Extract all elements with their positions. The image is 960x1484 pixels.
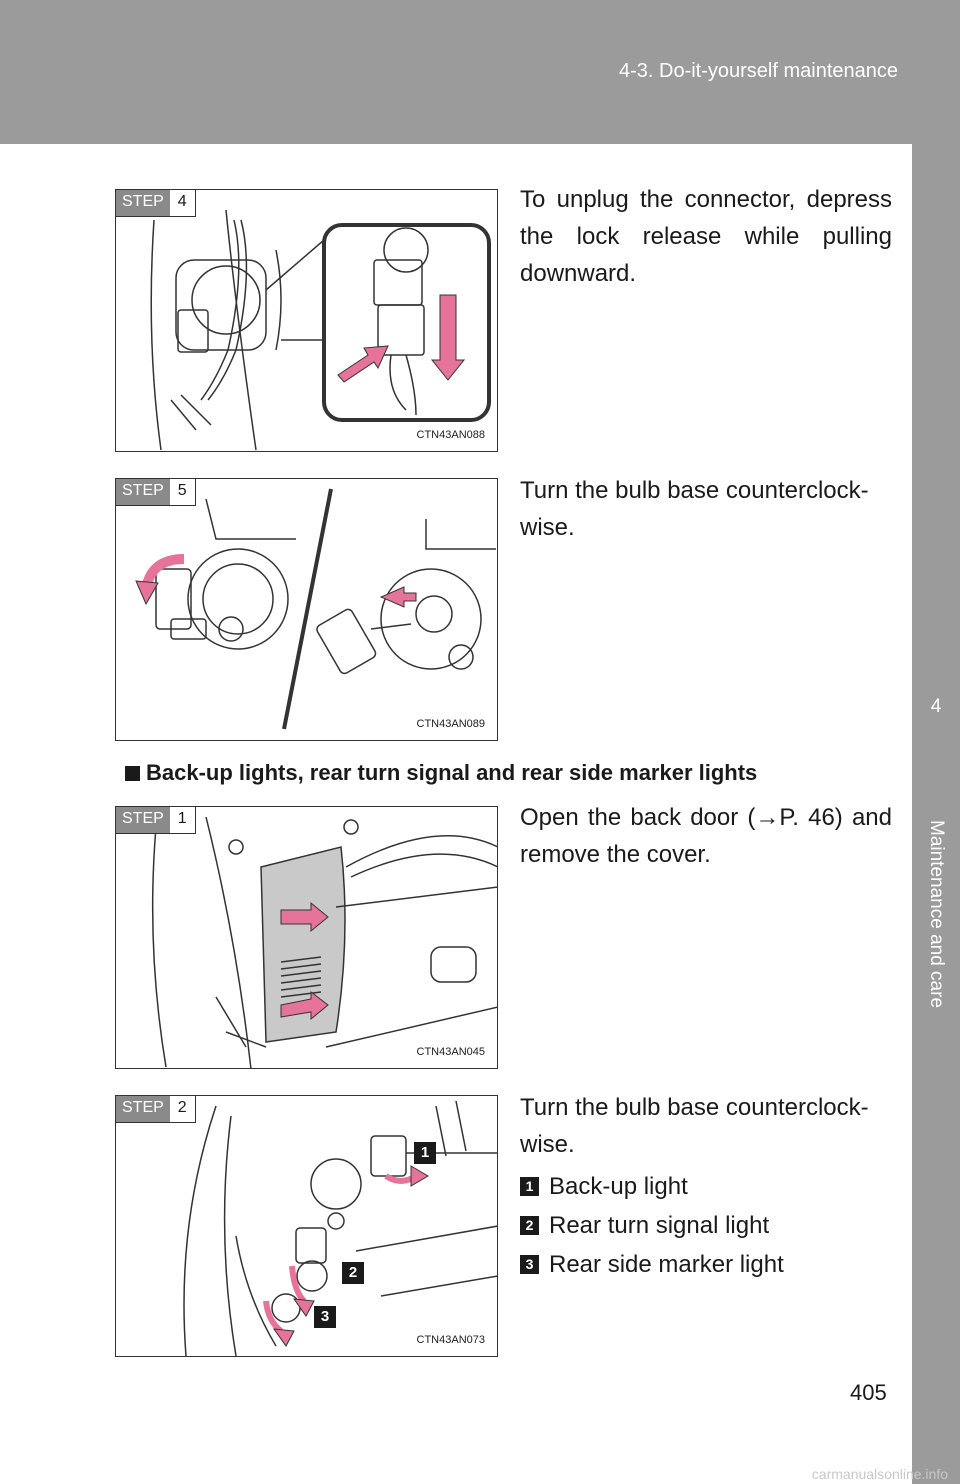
- legend-label: Rear side marker light: [549, 1251, 784, 1278]
- step-number: 1: [169, 807, 195, 833]
- bulb-base-illustration: [135, 488, 496, 730]
- connector-illustration: [150, 209, 491, 451]
- light-legend: 1 Back-up light 2 Rear turn signal light…: [520, 1167, 784, 1284]
- figure-step-2: STEP 2 1 2 3 CTN43AN073: [115, 1095, 498, 1357]
- legend-number: 2: [520, 1216, 539, 1235]
- step-badge: STEP 1: [116, 807, 196, 834]
- step-word: STEP: [116, 1096, 170, 1122]
- legend-number: 1: [520, 1177, 539, 1196]
- legend-label: Back-up light: [549, 1173, 688, 1200]
- page-number: 405: [850, 1380, 887, 1405]
- figure-step-1: STEP 1 CTN43AN045: [115, 806, 498, 1069]
- section-title: 4-3. Do-it-yourself maintenance: [618, 60, 898, 82]
- step-2-instruction: Turn the bulb base counterclock-wise.: [520, 1094, 869, 1158]
- figure-code: CTN43AN088: [416, 429, 485, 441]
- callout-2: 2: [342, 1262, 364, 1284]
- step-badge: STEP 2: [116, 1096, 196, 1123]
- figure-step-4: STEP 4 CTN43AN088: [115, 189, 498, 452]
- step-word: STEP: [116, 479, 170, 505]
- legend-label: Rear turn signal light: [549, 1212, 770, 1239]
- step-1-instruction: Open the back door (→P. 46) and remove t…: [520, 804, 892, 868]
- step-badge: STEP 4: [116, 190, 196, 217]
- watermark: carmanualsonline.info: [811, 1466, 948, 1482]
- chapter-number: 4: [930, 696, 942, 717]
- legend-number: 3: [520, 1255, 539, 1274]
- page-header: 4-3. Do-it-yourself maintenance: [0, 0, 960, 144]
- figure-code: CTN43AN089: [416, 718, 485, 730]
- step-word: STEP: [116, 190, 170, 216]
- step-number: 4: [169, 190, 195, 216]
- callout-3: 3: [314, 1306, 336, 1328]
- square-bullet-icon: [125, 766, 140, 781]
- legend-item: 2 Rear turn signal light: [520, 1206, 784, 1245]
- step-5-instruction: Turn the bulb base counterclock-wise.: [520, 477, 869, 541]
- legend-item: 3 Rear side marker light: [520, 1245, 784, 1284]
- figure-code: CTN43AN073: [416, 1334, 485, 1346]
- cover-removal-illustration: [151, 816, 497, 1068]
- step-badge: STEP 5: [116, 479, 196, 506]
- step-number: 5: [169, 479, 195, 505]
- callout-1: 1: [414, 1142, 436, 1164]
- section-heading-text: Back-up lights, rear turn signal and rea…: [146, 760, 758, 785]
- step-word: STEP: [116, 807, 170, 833]
- rear-lights-illustration: [183, 1100, 497, 1356]
- chapter-side-tab: 4 Maintenance and care: [912, 144, 960, 1484]
- section-heading: Back-up lights, rear turn signal and rea…: [125, 760, 757, 786]
- chapter-label: Maintenance and care: [926, 819, 947, 1008]
- figure-step-5: STEP 5 CTN43AN089: [115, 478, 498, 741]
- figure-code: CTN43AN045: [416, 1046, 485, 1058]
- legend-item: 1 Back-up light: [520, 1167, 784, 1206]
- step-4-instruction: To unplug the connector, depress the loc…: [520, 186, 892, 287]
- step-number: 2: [169, 1096, 195, 1122]
